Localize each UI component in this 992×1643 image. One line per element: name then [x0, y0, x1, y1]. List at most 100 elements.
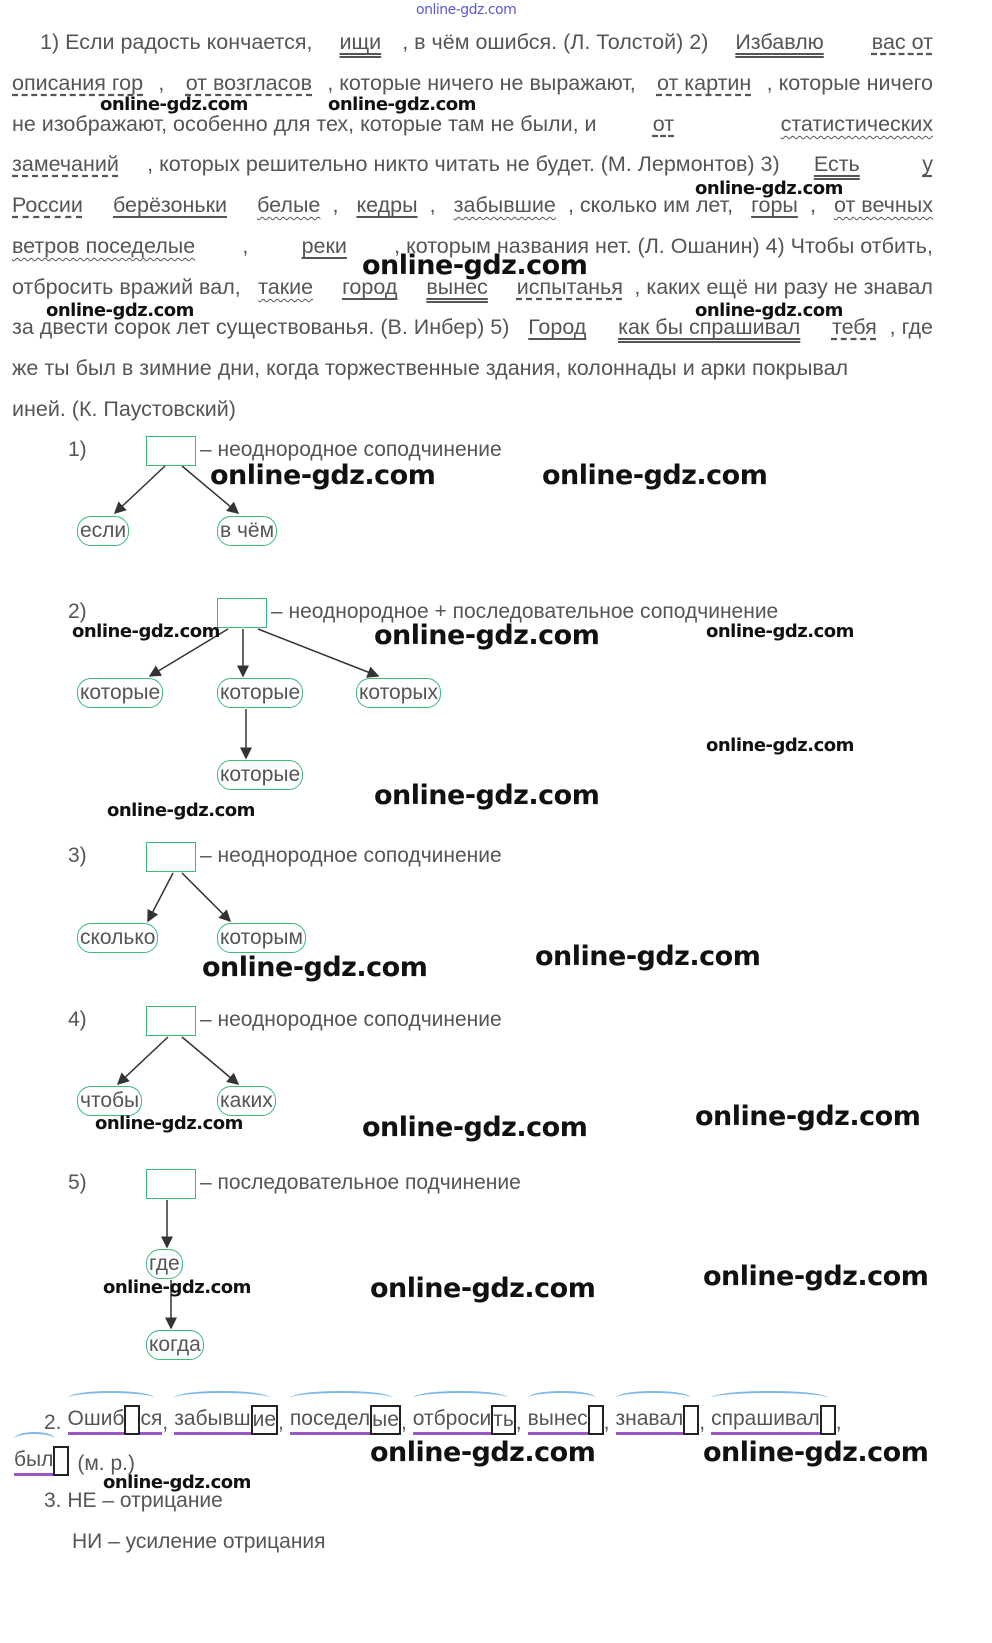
conjunction-oval: которые	[217, 678, 304, 708]
word-stem: был	[14, 1448, 54, 1476]
root-arc	[14, 1432, 56, 1446]
underlined-word: как бы спрашивал	[618, 315, 801, 339]
main-clause-box	[146, 436, 196, 466]
main-clause-box	[217, 598, 267, 628]
underlined-word: Избавлю	[735, 30, 824, 54]
word-ending: ть	[491, 1405, 516, 1435]
underlined-word: ищи	[339, 30, 382, 54]
watermark: online-gdz.com	[706, 735, 854, 756]
text-segment: ,	[242, 234, 255, 258]
watermark: online-gdz.com	[95, 1113, 243, 1134]
scheme-number: 4)	[68, 1008, 87, 1031]
underlined-word: России	[12, 193, 83, 217]
text-segment	[845, 29, 851, 55]
conjunction-oval: сколько	[77, 923, 159, 953]
text-segment	[95, 192, 101, 218]
underlined-word: Город	[528, 315, 587, 339]
watermark: online-gdz.com	[103, 1277, 251, 1298]
underlined-word: вас от	[871, 30, 933, 54]
scheme-number: 1)	[68, 438, 87, 461]
word-stem: Ошиб	[67, 1407, 125, 1435]
text-segment: ,	[809, 193, 822, 217]
text-segment	[888, 151, 894, 177]
arrow	[147, 872, 174, 923]
text-segment: ,	[332, 193, 345, 217]
root-arc	[67, 1391, 155, 1405]
text-line: 1) Если радость кончается, ищи, в чём ош…	[40, 29, 933, 55]
underlined-word: ветров поседелые	[12, 234, 196, 258]
text-segment	[239, 192, 245, 218]
watermark: online-gdz.com	[695, 300, 843, 321]
watermark: online-gdz.com	[374, 620, 600, 651]
root-arc	[711, 1391, 828, 1405]
arrow	[257, 628, 380, 678]
watermark: online-gdz.com	[703, 1261, 929, 1292]
word-stem: поседел	[289, 1407, 371, 1435]
scheme-label: – неоднородное + последовательное соподч…	[271, 600, 779, 623]
conjunction-oval: когда	[146, 1330, 204, 1360]
scheme-label: – неоднородное соподчинение	[200, 1008, 502, 1031]
text-segment: не изображают, особенно для тех, которые…	[12, 112, 603, 136]
scheme-label: – неоднородное соподчинение	[200, 438, 502, 461]
underlined-word: тебя	[831, 315, 877, 339]
text-line: ветров поседелые, реки, которым названия…	[12, 233, 933, 259]
watermark: online-gdz.com	[535, 941, 761, 972]
comma: ,	[835, 1411, 842, 1434]
watermark: online-gdz.com	[100, 94, 248, 115]
gender-note: (м. р.)	[77, 1452, 135, 1475]
underlined-word: Есть	[813, 152, 860, 176]
underlined-word: статистических	[780, 112, 933, 136]
text-segment: ,	[158, 71, 171, 95]
morpheme-analysis-cont: был (м. р.)	[14, 1432, 135, 1476]
word-stem: отброси	[412, 1407, 492, 1435]
text-segment: , которые ничего	[766, 71, 933, 95]
underlined-word: берёзоньки	[112, 193, 227, 217]
analyzed-word: спрашивал,	[711, 1391, 842, 1435]
text-segment: иней. (К. Паустовский)	[12, 397, 236, 421]
analyzed-word: знавал,	[615, 1391, 705, 1435]
word-ending	[587, 1405, 604, 1435]
word-ending	[124, 1405, 141, 1435]
word-ending	[683, 1405, 700, 1435]
underlined-word: от возгласов	[185, 71, 312, 95]
conjunction-oval: которым	[217, 923, 306, 953]
comma: ,	[515, 1411, 522, 1434]
text-line: же ты был в зимние дни, когда торжествен…	[12, 355, 933, 381]
word-stem: забывш	[174, 1407, 251, 1435]
watermark: online-gdz.com	[370, 1437, 596, 1468]
root-arc	[289, 1391, 393, 1405]
text-line: иней. (К. Паустовский)	[12, 396, 933, 422]
watermark: online-gdz.com	[695, 1101, 921, 1132]
watermark: online-gdz.com	[202, 952, 428, 983]
underlined-word: замечаний	[12, 152, 119, 176]
scheme-label: – неоднородное соподчинение	[200, 844, 502, 867]
arrow	[181, 872, 232, 923]
underlined-word: вынес	[426, 275, 488, 299]
text-segment: , где	[889, 315, 933, 339]
text-line: описания гор, от возгласов, которые ниче…	[12, 70, 933, 96]
conjunction-oval: если	[77, 516, 130, 546]
text-segment	[724, 111, 730, 137]
watermark: online-gdz.com	[362, 250, 588, 281]
conjunction-oval: которые	[217, 760, 304, 790]
watermark: online-gdz.com	[695, 178, 843, 199]
underlined-word: забывшие	[453, 193, 556, 217]
comma: ,	[400, 1411, 407, 1434]
watermark: online-gdz.com	[374, 780, 600, 811]
watermark: online-gdz.com	[72, 621, 220, 642]
underlined-word: такие	[258, 275, 314, 299]
conjunction-oval: каких	[217, 1086, 276, 1116]
word-ending: ые	[370, 1405, 401, 1435]
underlined-word: от картин	[656, 71, 752, 95]
watermark: online-gdz.com	[703, 1437, 929, 1468]
postfix: ся	[140, 1407, 163, 1435]
watermark: online-gdz.com	[107, 800, 255, 821]
watermark: online-gdz.com	[103, 1472, 251, 1493]
text-line: отбросить вражий вал, такие город вынес …	[12, 274, 933, 300]
comma: ,	[603, 1411, 610, 1434]
